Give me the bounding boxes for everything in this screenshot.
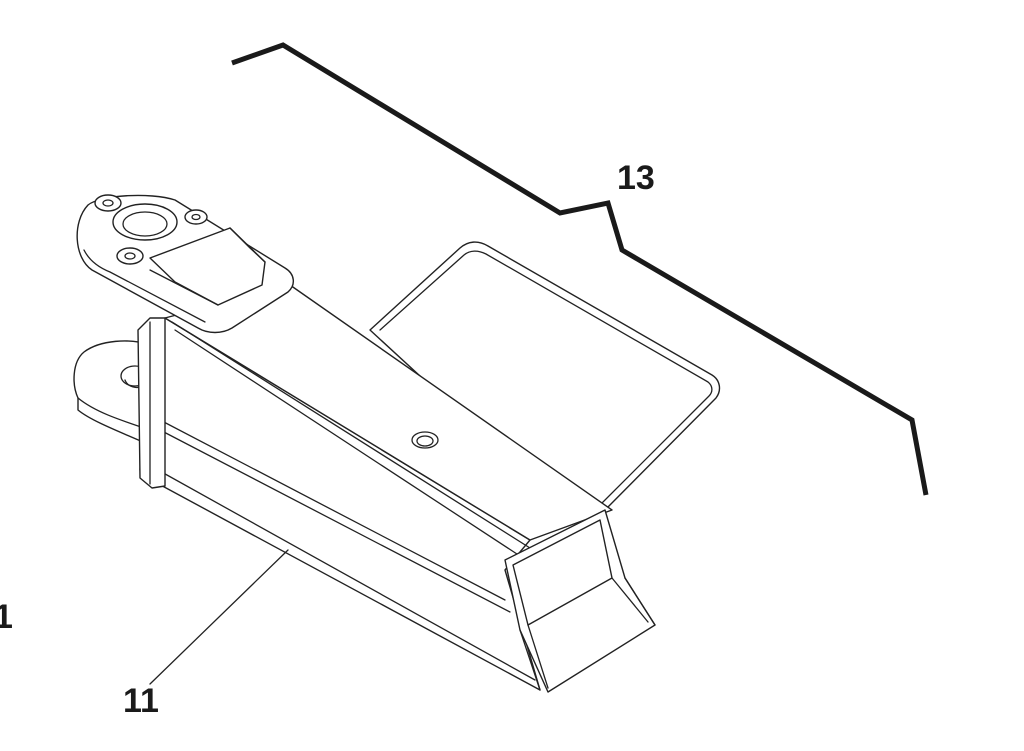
top-plate	[76, 194, 294, 334]
callout-1: 1	[0, 598, 13, 636]
callout-11: 11	[123, 682, 159, 720]
leader-11	[149, 549, 289, 685]
callout-13: 13	[617, 159, 655, 197]
main-body	[137, 284, 613, 691]
front-mouth	[504, 509, 656, 693]
bracket-13-leader	[231, 42, 929, 496]
rear-tray	[369, 241, 721, 511]
